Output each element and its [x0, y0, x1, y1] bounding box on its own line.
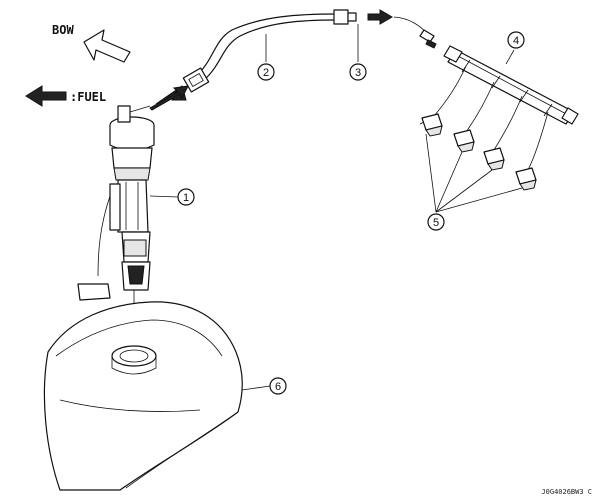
fuel-tank	[43, 301, 243, 491]
callout-2: 2	[257, 63, 275, 81]
svg-text:5: 5	[433, 217, 439, 229]
svg-text:3: 3	[355, 67, 361, 79]
fuel-direction-arrow-icon	[25, 85, 67, 107]
fuel-label: :FUEL	[70, 90, 106, 104]
callout-3: 3	[349, 63, 367, 81]
fuel-injector-2	[453, 129, 475, 153]
bow-label: BOW	[52, 23, 74, 37]
rail-joint	[393, 16, 437, 49]
fuel-hose	[182, 9, 357, 93]
svg-text:4: 4	[513, 35, 519, 47]
flow-arrow-pump-icon	[149, 85, 189, 111]
callout-6: 6	[269, 377, 287, 395]
drawing-code: J0G4026BW3 C	[541, 488, 592, 496]
leader-lines	[149, 24, 523, 391]
flow-arrow-rail-icon	[367, 9, 393, 25]
fuel-injector-1	[419, 113, 443, 137]
fuel-pump-assembly	[77, 105, 155, 348]
callout-4: 4	[507, 31, 525, 49]
callout-5: 5	[427, 213, 445, 231]
svg-text:1: 1	[183, 192, 189, 204]
callout-1: 1	[177, 188, 195, 206]
svg-text:2: 2	[263, 67, 269, 79]
injector-leads	[433, 65, 549, 171]
fuel-injector-4	[515, 167, 537, 191]
svg-text:6: 6	[275, 381, 281, 393]
bow-direction-arrow-icon	[83, 29, 131, 63]
fuel-injector-3	[483, 147, 505, 171]
fuel-delivery-pipe	[443, 45, 579, 125]
